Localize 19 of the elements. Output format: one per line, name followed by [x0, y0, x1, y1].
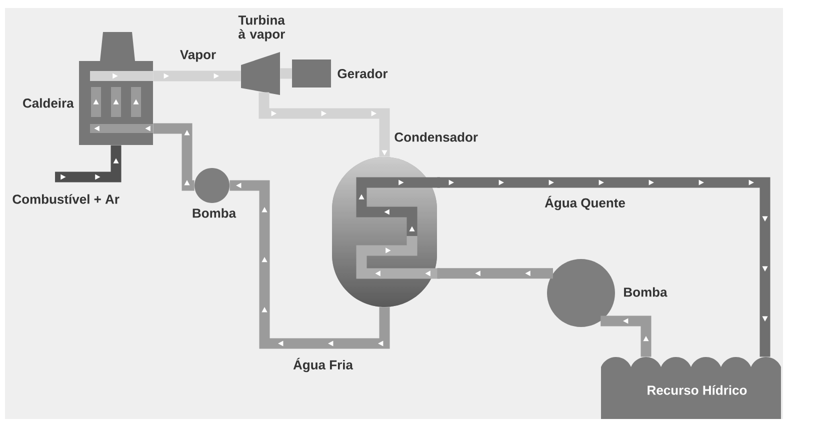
- pipe: [55, 145, 122, 182]
- node-label: Gerador: [338, 68, 388, 78]
- node-label: Turbina à vapor: [238, 15, 285, 42]
- node-label: Bomba: [624, 287, 668, 297]
- pipe: [600, 316, 652, 357]
- pipe: [437, 177, 770, 357]
- pipe: [153, 123, 194, 191]
- edge-label: Água Fria: [292, 356, 354, 374]
- pipe: [437, 268, 553, 279]
- node-label: Condensador: [394, 132, 478, 142]
- node-label: Caldeira: [23, 98, 74, 108]
- pipe: [258, 92, 390, 157]
- edge-label: Vapor: [178, 49, 218, 63]
- node-label: Recurso Hídrico: [648, 385, 747, 395]
- node-label: Bomba: [192, 208, 236, 218]
- edge-label: Combustível + Ar: [11, 193, 120, 205]
- shaft: [280, 68, 292, 79]
- pipe: [153, 70, 241, 82]
- edge-label: Água Quente: [544, 194, 626, 212]
